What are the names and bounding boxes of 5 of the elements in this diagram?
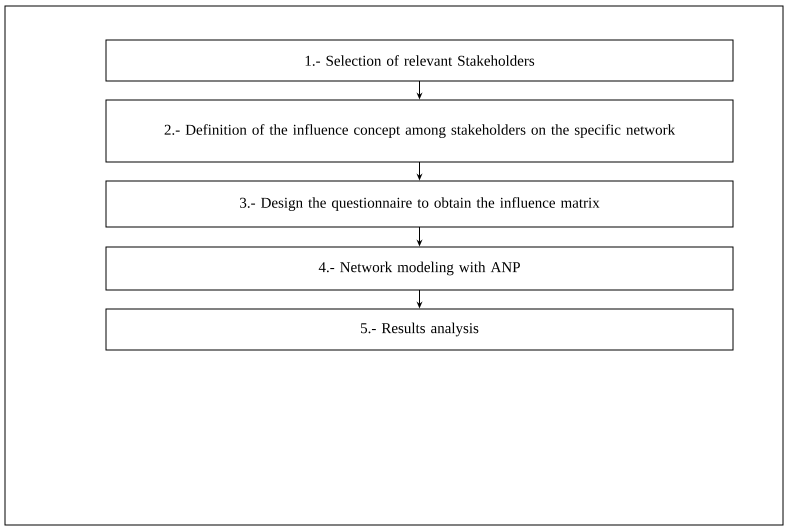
process-box: 2.- Definition of the influence concept among stakeholders on the specific network [106, 100, 734, 162]
process-box: 5.- Results analysis [106, 308, 734, 350]
process-box: 4.- Network modeling with ANP [106, 246, 734, 290]
process-box: 3.- Design the questionnaire to obtain the influence matrix [106, 180, 734, 228]
process-box: 1.- Selection of relevant Stakeholders [106, 40, 734, 82]
